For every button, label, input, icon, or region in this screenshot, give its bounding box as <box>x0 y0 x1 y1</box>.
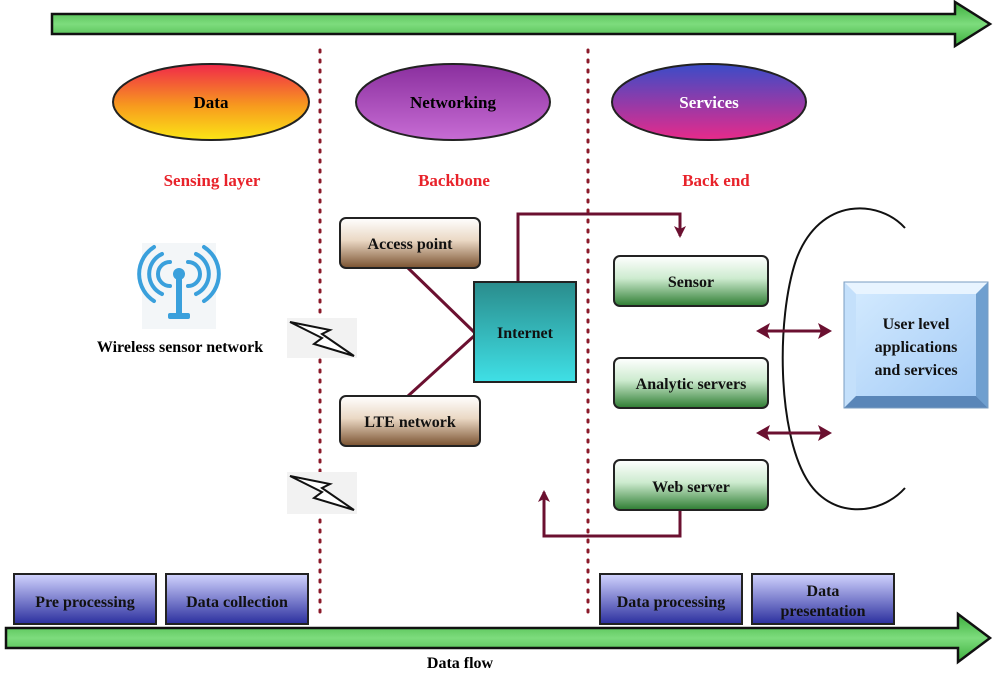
back-end-label: Back end <box>682 171 750 190</box>
data-processing-box: Data processing <box>599 573 743 625</box>
user-level-line3: and services <box>874 362 957 379</box>
internet-label: Internet <box>497 325 554 342</box>
data-flow-label: Data flow <box>427 655 494 672</box>
lte-network-box: LTE network <box>339 395 481 447</box>
double-arrow-lower <box>756 425 832 441</box>
services-label: Services <box>679 93 739 112</box>
backbone-label: Backbone <box>418 171 490 190</box>
services-ellipse: Services <box>611 63 807 141</box>
top-flow-arrow <box>50 0 993 49</box>
networking-label: Networking <box>410 93 496 112</box>
wireless-sensor-network-label: Wireless sensor network <box>97 339 263 356</box>
analytic-servers-box: Analytic servers <box>613 357 769 409</box>
wireless-link-icon <box>287 318 357 358</box>
services-arc <box>781 207 906 511</box>
web-server-box: Web server <box>613 459 769 511</box>
data-presentation-box: Data presentation <box>751 573 895 625</box>
data-collection-label: Data collection <box>186 594 288 611</box>
sensor-label: Sensor <box>668 274 714 291</box>
wireless-link-icon-2 <box>287 472 357 514</box>
user-level-line2: applications <box>875 339 958 356</box>
user-level-line1: User level <box>883 316 950 333</box>
data-presentation-line1: Data <box>807 583 840 600</box>
pre-processing-box: Pre processing <box>13 573 157 625</box>
web-server-label: Web server <box>652 479 730 496</box>
access-point-box: Access point <box>339 217 481 269</box>
networking-ellipse: Networking <box>355 63 551 141</box>
data-presentation-line2: presentation <box>780 603 865 620</box>
wifi-antenna-icon <box>137 243 221 329</box>
access-point-label: Access point <box>368 236 454 253</box>
data-ellipse: Data <box>112 63 310 141</box>
internet-box: Internet <box>473 281 577 383</box>
data-collection-box: Data collection <box>165 573 309 625</box>
data-label: Data <box>194 93 229 112</box>
user-level-box: User level applications and services <box>843 281 989 409</box>
data-processing-label: Data processing <box>617 594 726 611</box>
backbone-connectors <box>406 212 686 538</box>
double-arrow-upper <box>756 323 832 339</box>
bottom-flow-arrow <box>4 611 993 665</box>
pre-processing-label: Pre processing <box>35 594 134 611</box>
analytic-servers-label: Analytic servers <box>636 376 747 393</box>
sensing-layer-label: Sensing layer <box>164 171 261 190</box>
sensor-box: Sensor <box>613 255 769 307</box>
lte-network-label: LTE network <box>364 414 456 431</box>
